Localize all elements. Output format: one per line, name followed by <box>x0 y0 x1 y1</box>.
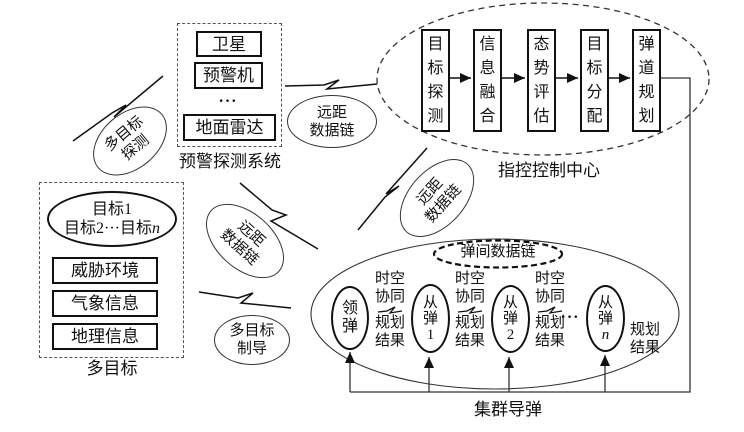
follower-missile-label: 从 <box>502 295 518 311</box>
ground-radar-box: 地面雷达 <box>183 114 276 141</box>
link-label-line: 制导 <box>236 341 267 357</box>
link-label-line: 多目标 <box>229 323 275 339</box>
geographic-info-label: 地理信息 <box>71 327 139 346</box>
coord-line: 时空 <box>374 271 405 287</box>
follower-missile-label: 弹 <box>422 310 438 327</box>
warning-system-group-box <box>177 23 282 147</box>
targets-title: 多目标 <box>86 359 138 378</box>
awacs-label: 预警机 <box>203 66 254 85</box>
coord-line: 规划 <box>454 315 485 331</box>
coord-line: 结果 <box>374 332 405 349</box>
sync-zigzag-icon <box>457 306 483 314</box>
weather-info-box: 气象信息 <box>52 290 158 317</box>
threat-environment-box: 威胁环境 <box>52 257 158 284</box>
inter-missile-datalink-label: 弹间数据链 <box>460 244 536 260</box>
inter-missile-datalink-ellipse <box>432 239 564 269</box>
follower-missile-n-ellipse: 从 弹 n <box>586 285 625 352</box>
swarm-ellipsis: ··· <box>560 309 580 326</box>
follower-missile-1-ellipse: 从 弹 1 <box>411 284 450 353</box>
follower-missile-label: 弹 <box>502 311 518 327</box>
targets-ellipse: 目标1 目标2···目标n <box>47 191 177 247</box>
targets-group-box <box>39 182 184 358</box>
stage-trajectory-planning: 弹道规划 <box>632 29 661 132</box>
coord-line: 规划 <box>629 322 660 338</box>
wireless-link-warning-command-icon <box>284 79 378 91</box>
stage-target-allocation: 目标分配 <box>580 29 609 132</box>
wireless-link-targets-swarm-icon <box>198 291 292 309</box>
follower-missile-label: 从 <box>422 294 438 311</box>
stage-information-fusion: 信息融合 <box>473 29 502 132</box>
swarm-title: 集群导弹 <box>474 400 542 419</box>
coord-line: 时空 <box>454 271 485 287</box>
datalink-top-label: 远距 数据链 <box>287 95 377 148</box>
coord-line: 时空 <box>534 271 565 287</box>
coord-line: 规划 <box>534 315 565 331</box>
follower-missile-label: 弹 <box>597 310 613 327</box>
coord-line: 协同 <box>534 288 565 305</box>
geographic-info-box: 地理信息 <box>52 323 158 350</box>
follower-missile-label: 从 <box>597 294 613 311</box>
ground-radar-label: 地面雷达 <box>195 118 264 137</box>
follower-missile-label: 1 <box>426 326 435 343</box>
wireless-link-warning-swarm-icon <box>239 182 319 250</box>
coord-line: 结果 <box>629 339 660 356</box>
planning-distribution-line <box>350 77 691 393</box>
awacs-box: 预警机 <box>194 62 263 89</box>
missile-uplink-arrows <box>345 352 610 392</box>
command-center-boundary-ellipse <box>376 2 710 156</box>
multi-target-guidance-link-label: 多目标 制导 <box>214 315 290 365</box>
sync-zigzag-icon <box>537 306 563 314</box>
satellite-box: 卫星 <box>196 31 262 57</box>
lead-missile-ellipse: 领 弹 <box>331 286 369 350</box>
follower-missile-2-ellipse: 从 弹 2 <box>491 285 530 353</box>
weather-info-label: 气象信息 <box>71 294 139 313</box>
missile-swarm-boundary-ellipse <box>310 238 680 390</box>
coord-line: 规划 <box>374 315 405 331</box>
coord-line: 协同 <box>374 288 405 305</box>
stage-situation-assessment: 态势评估 <box>527 29 556 132</box>
stage-target-detection: 目标探测 <box>421 29 450 132</box>
link-label-line: 远距 <box>316 104 347 121</box>
target-n-label: 目标2···目标n <box>64 220 160 237</box>
lead-missile-label: 弹 <box>341 318 358 335</box>
follower-missile-label: 2 <box>506 327 515 343</box>
satellite-label: 卫星 <box>212 34 246 54</box>
command-center-title: 指控控制中心 <box>498 161 600 180</box>
sync-zigzag-icon <box>377 306 403 314</box>
wireless-link-targets-warning-icon <box>72 75 164 142</box>
result-label-n: 规划 结果 <box>625 322 665 357</box>
coord-line: 结果 <box>454 332 485 349</box>
follower-missile-label: n <box>601 326 610 343</box>
lead-missile-label: 领 <box>341 300 358 317</box>
coordination-label-3: 时空 协同 规划 结果 <box>530 271 570 350</box>
link-label-line: 数据链 <box>309 122 355 139</box>
coordination-label-2: 时空 协同 规划 结果 <box>450 271 490 350</box>
warning-system-title: 预警探测系统 <box>179 152 281 171</box>
warning-system-ellipsis: ··· <box>218 93 238 110</box>
target-1-label: 目标1 <box>91 200 132 218</box>
wireless-link-command-swarm-icon <box>357 147 428 231</box>
coord-line: 结果 <box>534 332 565 349</box>
coordination-label-1: 时空 协同 规划 结果 <box>370 271 410 350</box>
threat-environment-label: 威胁环境 <box>71 261 139 280</box>
coord-line: 协同 <box>454 288 485 305</box>
